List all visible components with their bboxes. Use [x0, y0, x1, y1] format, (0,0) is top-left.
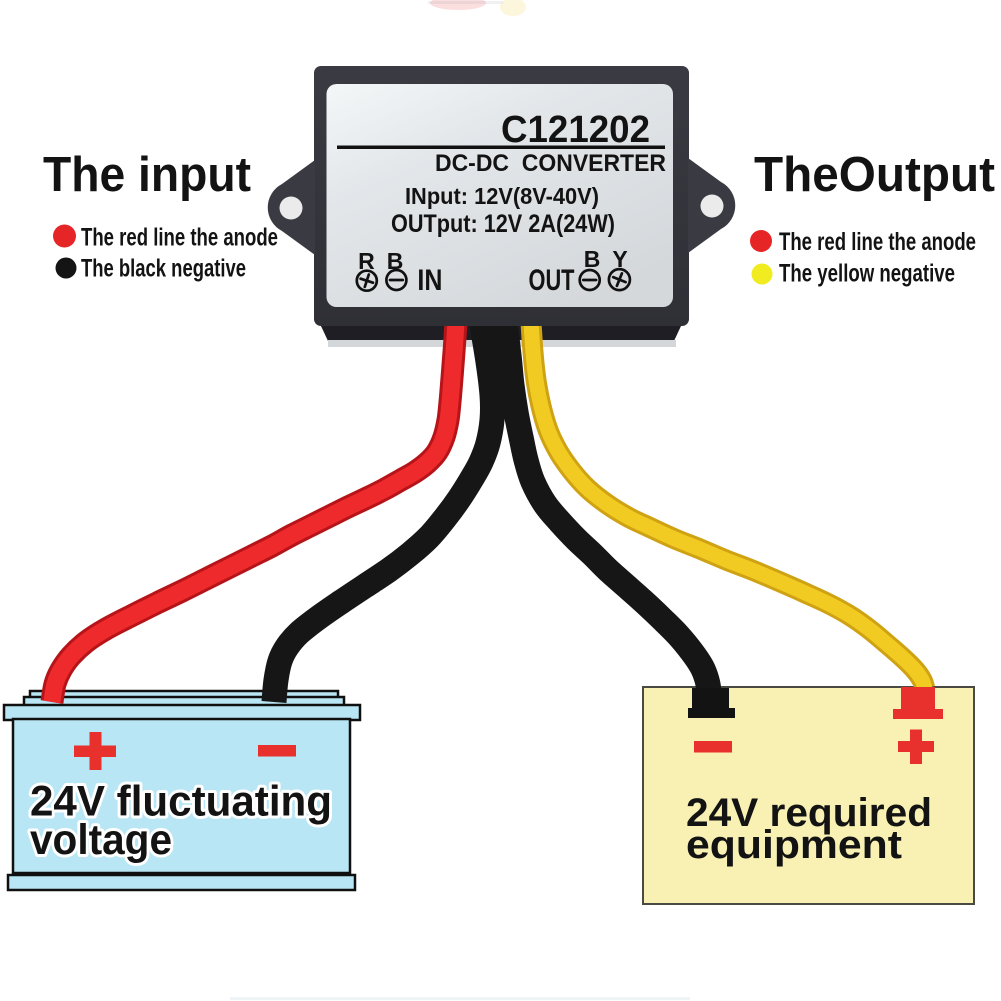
svg-text:equipment: equipment	[686, 823, 902, 867]
svg-text:OUT: OUT	[529, 264, 575, 297]
svg-text:24V required: 24V required	[686, 791, 932, 835]
svg-text:24V fluctuating: 24V fluctuating	[30, 778, 332, 826]
svg-text:The red line the anode: The red line the anode	[779, 228, 976, 256]
svg-text:C121202: C121202	[501, 109, 650, 151]
svg-text:B: B	[584, 246, 601, 272]
svg-text:The red line the anode: The red line the anode	[81, 224, 278, 252]
svg-text:DC-DC CONVERTER: DC-DC CONVERTER	[435, 150, 666, 177]
svg-text:OUTput: 12V 2A(24W): OUTput: 12V 2A(24W)	[391, 210, 615, 238]
svg-text:INput: 12V(8V-40V): INput: 12V(8V-40V)	[405, 183, 599, 209]
svg-text:TheOutput: TheOutput	[754, 148, 995, 202]
svg-text:The black negative: The black negative	[81, 255, 246, 283]
svg-text:IN: IN	[417, 264, 442, 297]
svg-text:Y: Y	[612, 246, 627, 272]
svg-text:voltage: voltage	[30, 816, 172, 864]
svg-text:B: B	[387, 248, 404, 274]
svg-text:The yellow negative: The yellow negative	[779, 260, 955, 288]
svg-text:R: R	[358, 248, 375, 274]
svg-text:The input: The input	[43, 148, 251, 202]
